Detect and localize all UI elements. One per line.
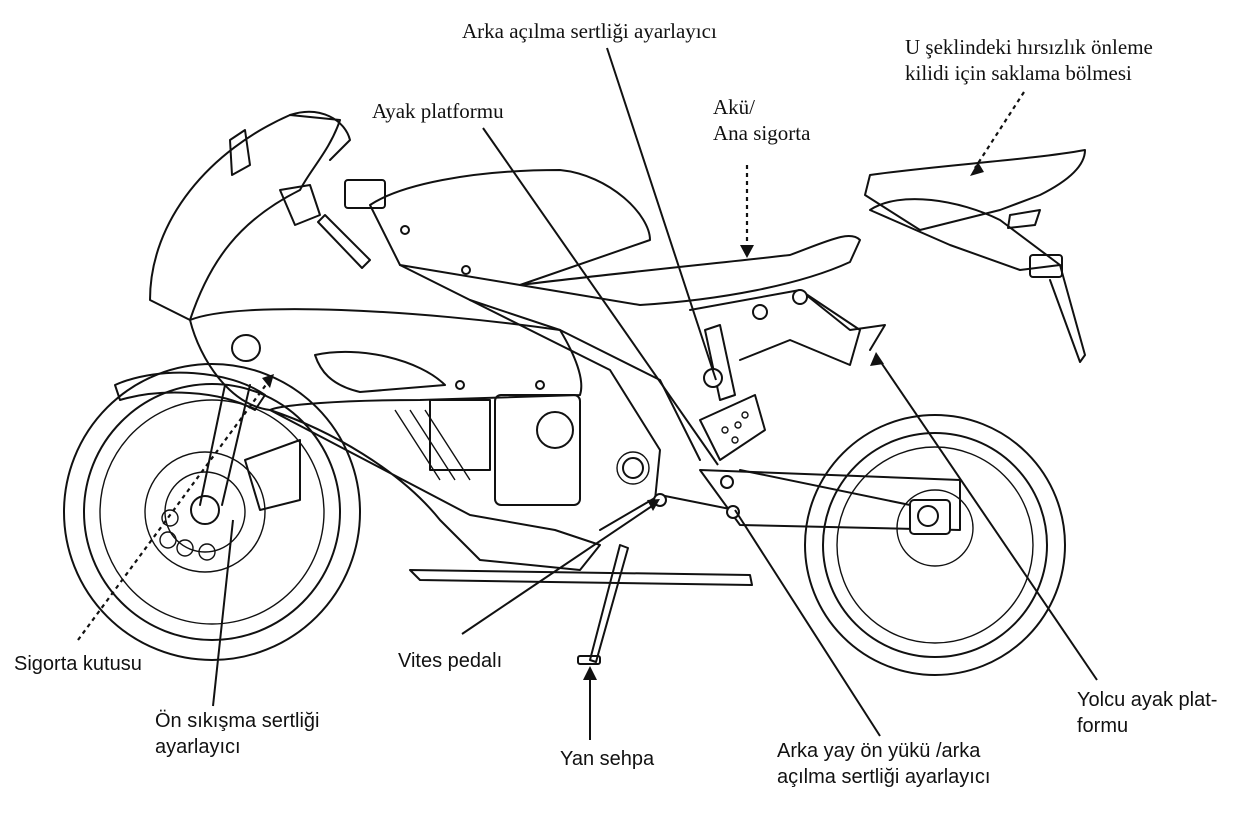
leader-shift-pedal bbox=[461, 503, 656, 635]
arrowhead-icon bbox=[583, 666, 597, 680]
label-battery-line1: Akü/ bbox=[713, 95, 755, 119]
label-rear-rebound-top: Arka açılma sertliği ayarlayıcı bbox=[462, 19, 717, 43]
label-rear-spring-line2: açılma sertliği ayarlayıcı bbox=[777, 766, 991, 788]
label-rear-spring-line1: Arka yay ön yükü /arka bbox=[777, 740, 981, 762]
leader-lines bbox=[77, 47, 1098, 740]
leader-lock-storage bbox=[974, 91, 1025, 169]
arrowhead-icon bbox=[970, 162, 984, 176]
leader-rear-spring bbox=[734, 509, 881, 737]
label-side-stand: Yan sehpa bbox=[560, 748, 655, 770]
label-lock-storage: U şeklindeki hırsızlık önleme kilidi içi… bbox=[905, 34, 1153, 86]
label-rear-spring: Arka yay ön yükü /arka açılma sertliği a… bbox=[777, 738, 990, 790]
leader-footpeg bbox=[482, 127, 719, 466]
label-lock-storage-line2: kilidi için saklama bölmesi bbox=[905, 61, 1132, 85]
label-battery: Akü/ Ana sigorta bbox=[713, 94, 810, 146]
leader-fuse-box bbox=[77, 381, 269, 641]
label-front-compression: Ön sıkışma sertliği ayarlayıcı bbox=[155, 708, 319, 760]
motorcycle-icon bbox=[63, 110, 1086, 676]
label-fuse-box: Sigorta kutusu bbox=[14, 653, 142, 675]
leader-passenger-peg bbox=[877, 357, 1098, 681]
arrowhead-icon bbox=[647, 499, 660, 511]
label-front-compression-line2: ayarlayıcı bbox=[155, 736, 241, 758]
leader-rear-rebound-top bbox=[606, 47, 717, 381]
arrowhead-icon bbox=[262, 374, 274, 388]
label-passenger-peg-line2: formu bbox=[1077, 715, 1129, 737]
label-front-compression-line1: Ön sıkışma sertliği bbox=[155, 710, 320, 732]
rear-wheel bbox=[804, 414, 1066, 676]
label-lock-storage-line1: U şeklindeki hırsızlık önleme bbox=[905, 35, 1153, 59]
label-battery-line2: Ana sigorta bbox=[713, 121, 811, 145]
label-passenger-peg: Yolcu ayak plat- formu bbox=[1077, 687, 1217, 739]
label-passenger-peg-line1: Yolcu ayak plat- bbox=[1077, 689, 1218, 711]
arrowhead-icon bbox=[740, 245, 754, 258]
leader-front-compression bbox=[212, 519, 234, 707]
label-shift-pedal: Vites pedalı bbox=[398, 650, 503, 672]
front-wheel bbox=[63, 363, 361, 661]
label-footpeg: Ayak platformu bbox=[372, 99, 504, 123]
arrowhead-icon bbox=[870, 352, 884, 366]
